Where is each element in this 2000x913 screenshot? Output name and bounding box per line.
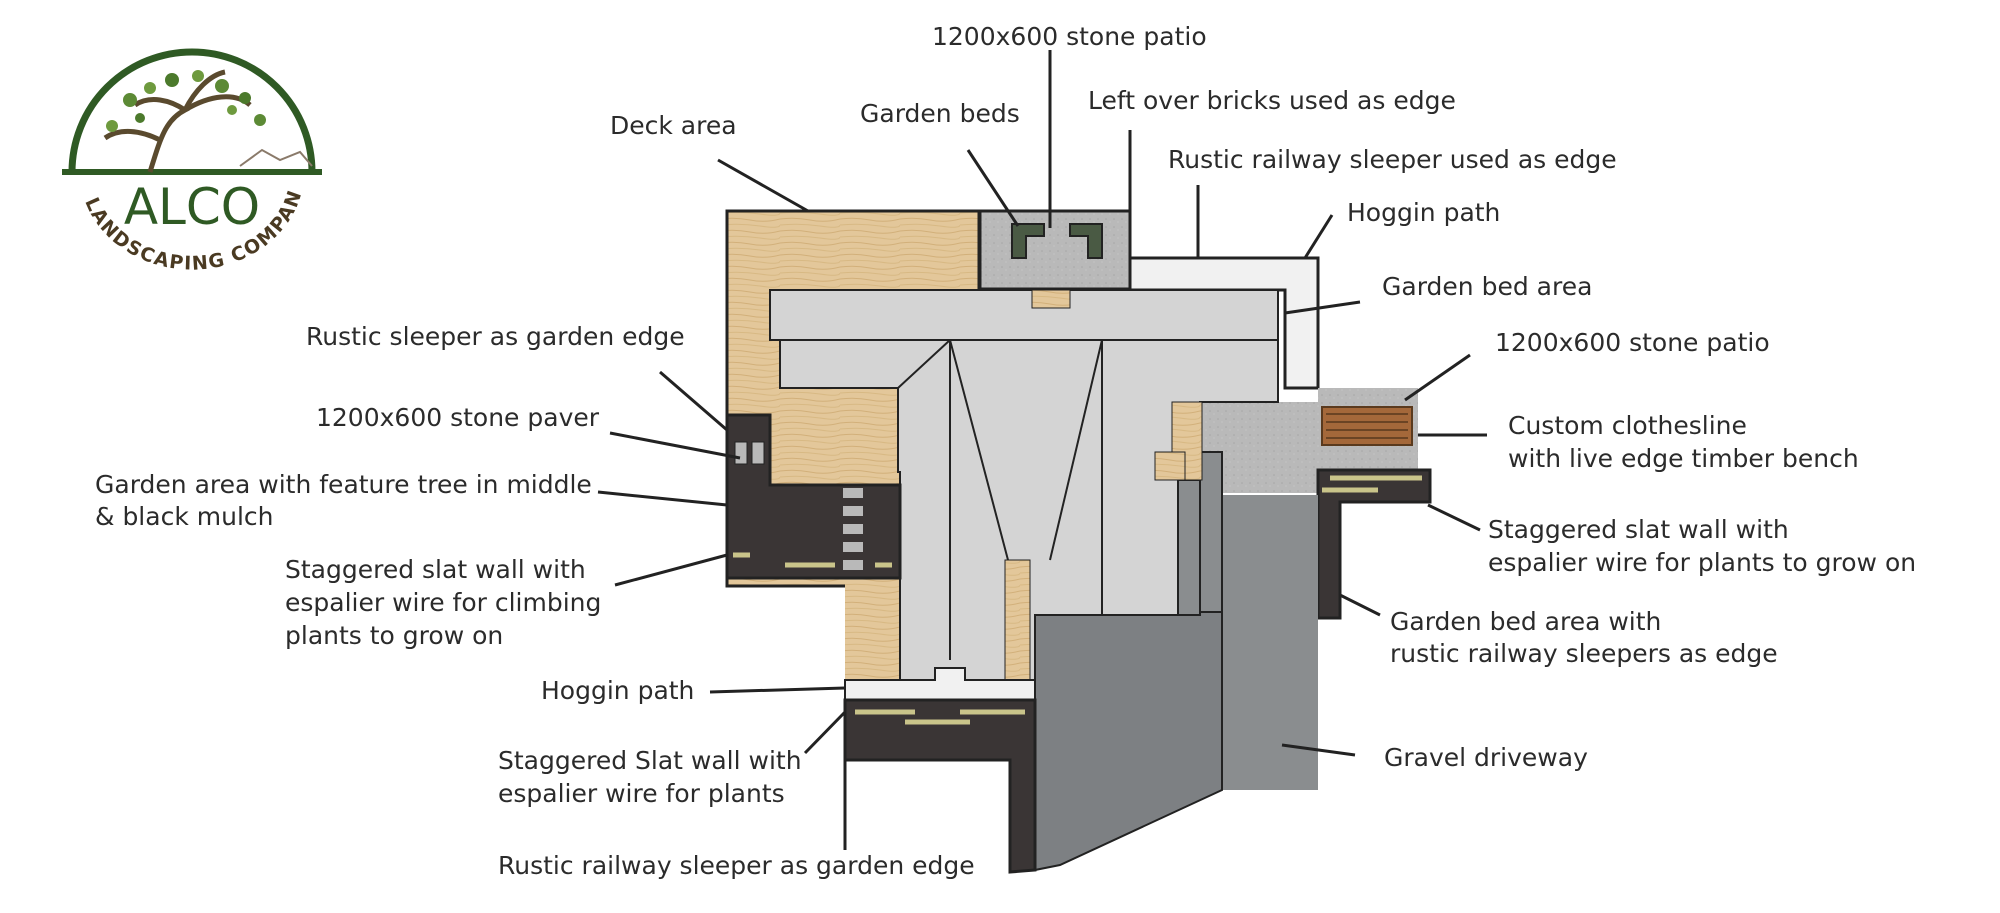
logo-arc [68,48,316,173]
feature-tree-garden [725,413,902,580]
label-gravel-driveway: Gravel driveway [1384,743,1588,772]
logo-name: ALCO [124,178,260,236]
label-leftover-bricks: Left over bricks used as edge [1088,86,1456,115]
label-slat-wall-left-3: plants to grow on [285,621,504,650]
leader-lines [597,50,1487,850]
label-garden-bed-sleepers-2: rustic railway sleepers as edge [1390,639,1778,668]
garden-bed-bottom [843,698,1037,874]
label-feature-tree-1: Garden area with feature tree in middle [95,470,592,499]
label-stone-paver: 1200x600 stone paver [316,403,600,432]
label-clothesline-1: Custom clothesline [1508,411,1747,440]
driveway-strip-2 [1177,479,1201,616]
label-slat-wall-left-1: Staggered slat wall with [285,555,586,584]
label-slat-wall-bottom-2: espalier wire for plants [498,779,785,808]
clothesline-bench [1321,406,1413,446]
label-stone-patio-top: 1200x600 stone patio [932,22,1207,51]
label-rustic-sleeper-edge-top: Rustic railway sleeper used as edge [1168,145,1617,174]
stone-paver-2 [751,441,765,465]
gravel-driveway [1222,495,1318,790]
label-slat-wall-left-2: espalier wire for climbing [285,588,602,617]
driveway-strip [1199,451,1223,613]
deck-step [1031,289,1071,309]
label-garden-bed-sleepers-1: Garden bed area with [1390,607,1662,636]
stone-paver-1 [734,441,748,465]
label-garden-bed-area: Garden bed area [1382,272,1593,301]
alco-logo: ALCO A LANDSCAPING COMPANY [0,0,322,275]
label-deck-area: Deck area [610,111,737,140]
label-slat-wall-bottom-1: Staggered Slat wall with [498,746,802,775]
timber-strip-middle [1004,559,1031,681]
garden-beds-stone [978,209,1132,291]
timber-strip-right-2 [1154,451,1186,481]
garden-bed-planter-right [1069,223,1103,259]
label-garden-beds: Garden beds [860,99,1020,128]
label-clothesline-2: with live edge timber bench [1508,444,1859,473]
label-rustic-sleeper-bottom: Rustic railway sleeper as garden edge [498,851,975,880]
tree-icon [103,69,252,173]
label-stone-patio-right: 1200x600 stone patio [1495,328,1770,357]
gravel-driveway-lower [1034,605,1223,872]
label-hoggin-path-top: Hoggin path [1347,198,1501,227]
label-hoggin-path-bottom: Hoggin path [541,676,695,705]
label-rustic-sleeper-garden-edge: Rustic sleeper as garden edge [306,322,685,351]
label-slat-wall-right-2: espalier wire for plants to grow on [1488,548,1917,577]
label-feature-tree-2: & black mulch [95,502,274,531]
label-slat-wall-right-1: Staggered slat wall with [1488,515,1789,544]
deck-strip-lower [845,578,900,680]
garden-bed-planter-left [1011,223,1045,259]
